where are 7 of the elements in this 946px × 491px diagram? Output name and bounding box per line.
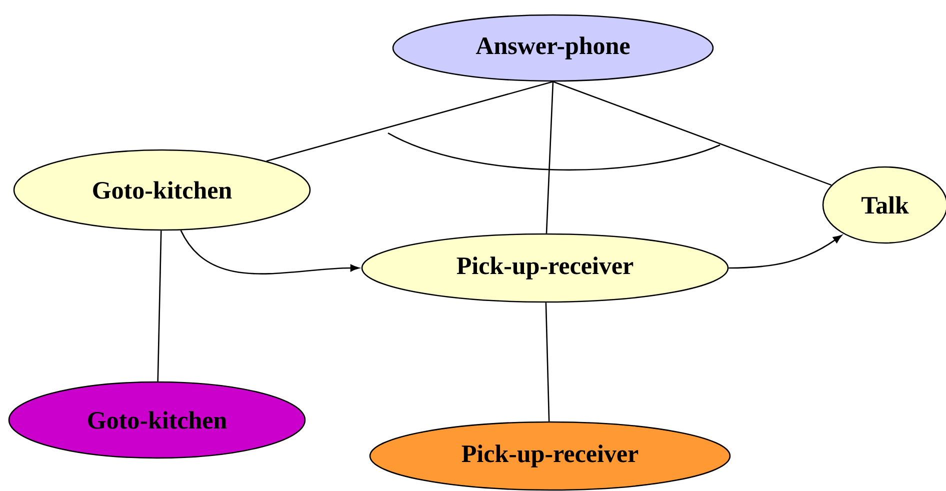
arrow [728,234,842,269]
connector-line [157,230,162,382]
connector-line [266,81,554,162]
arrow [180,230,360,274]
connector-line [545,302,550,422]
connector-line [546,82,554,234]
connector-line [552,81,832,186]
